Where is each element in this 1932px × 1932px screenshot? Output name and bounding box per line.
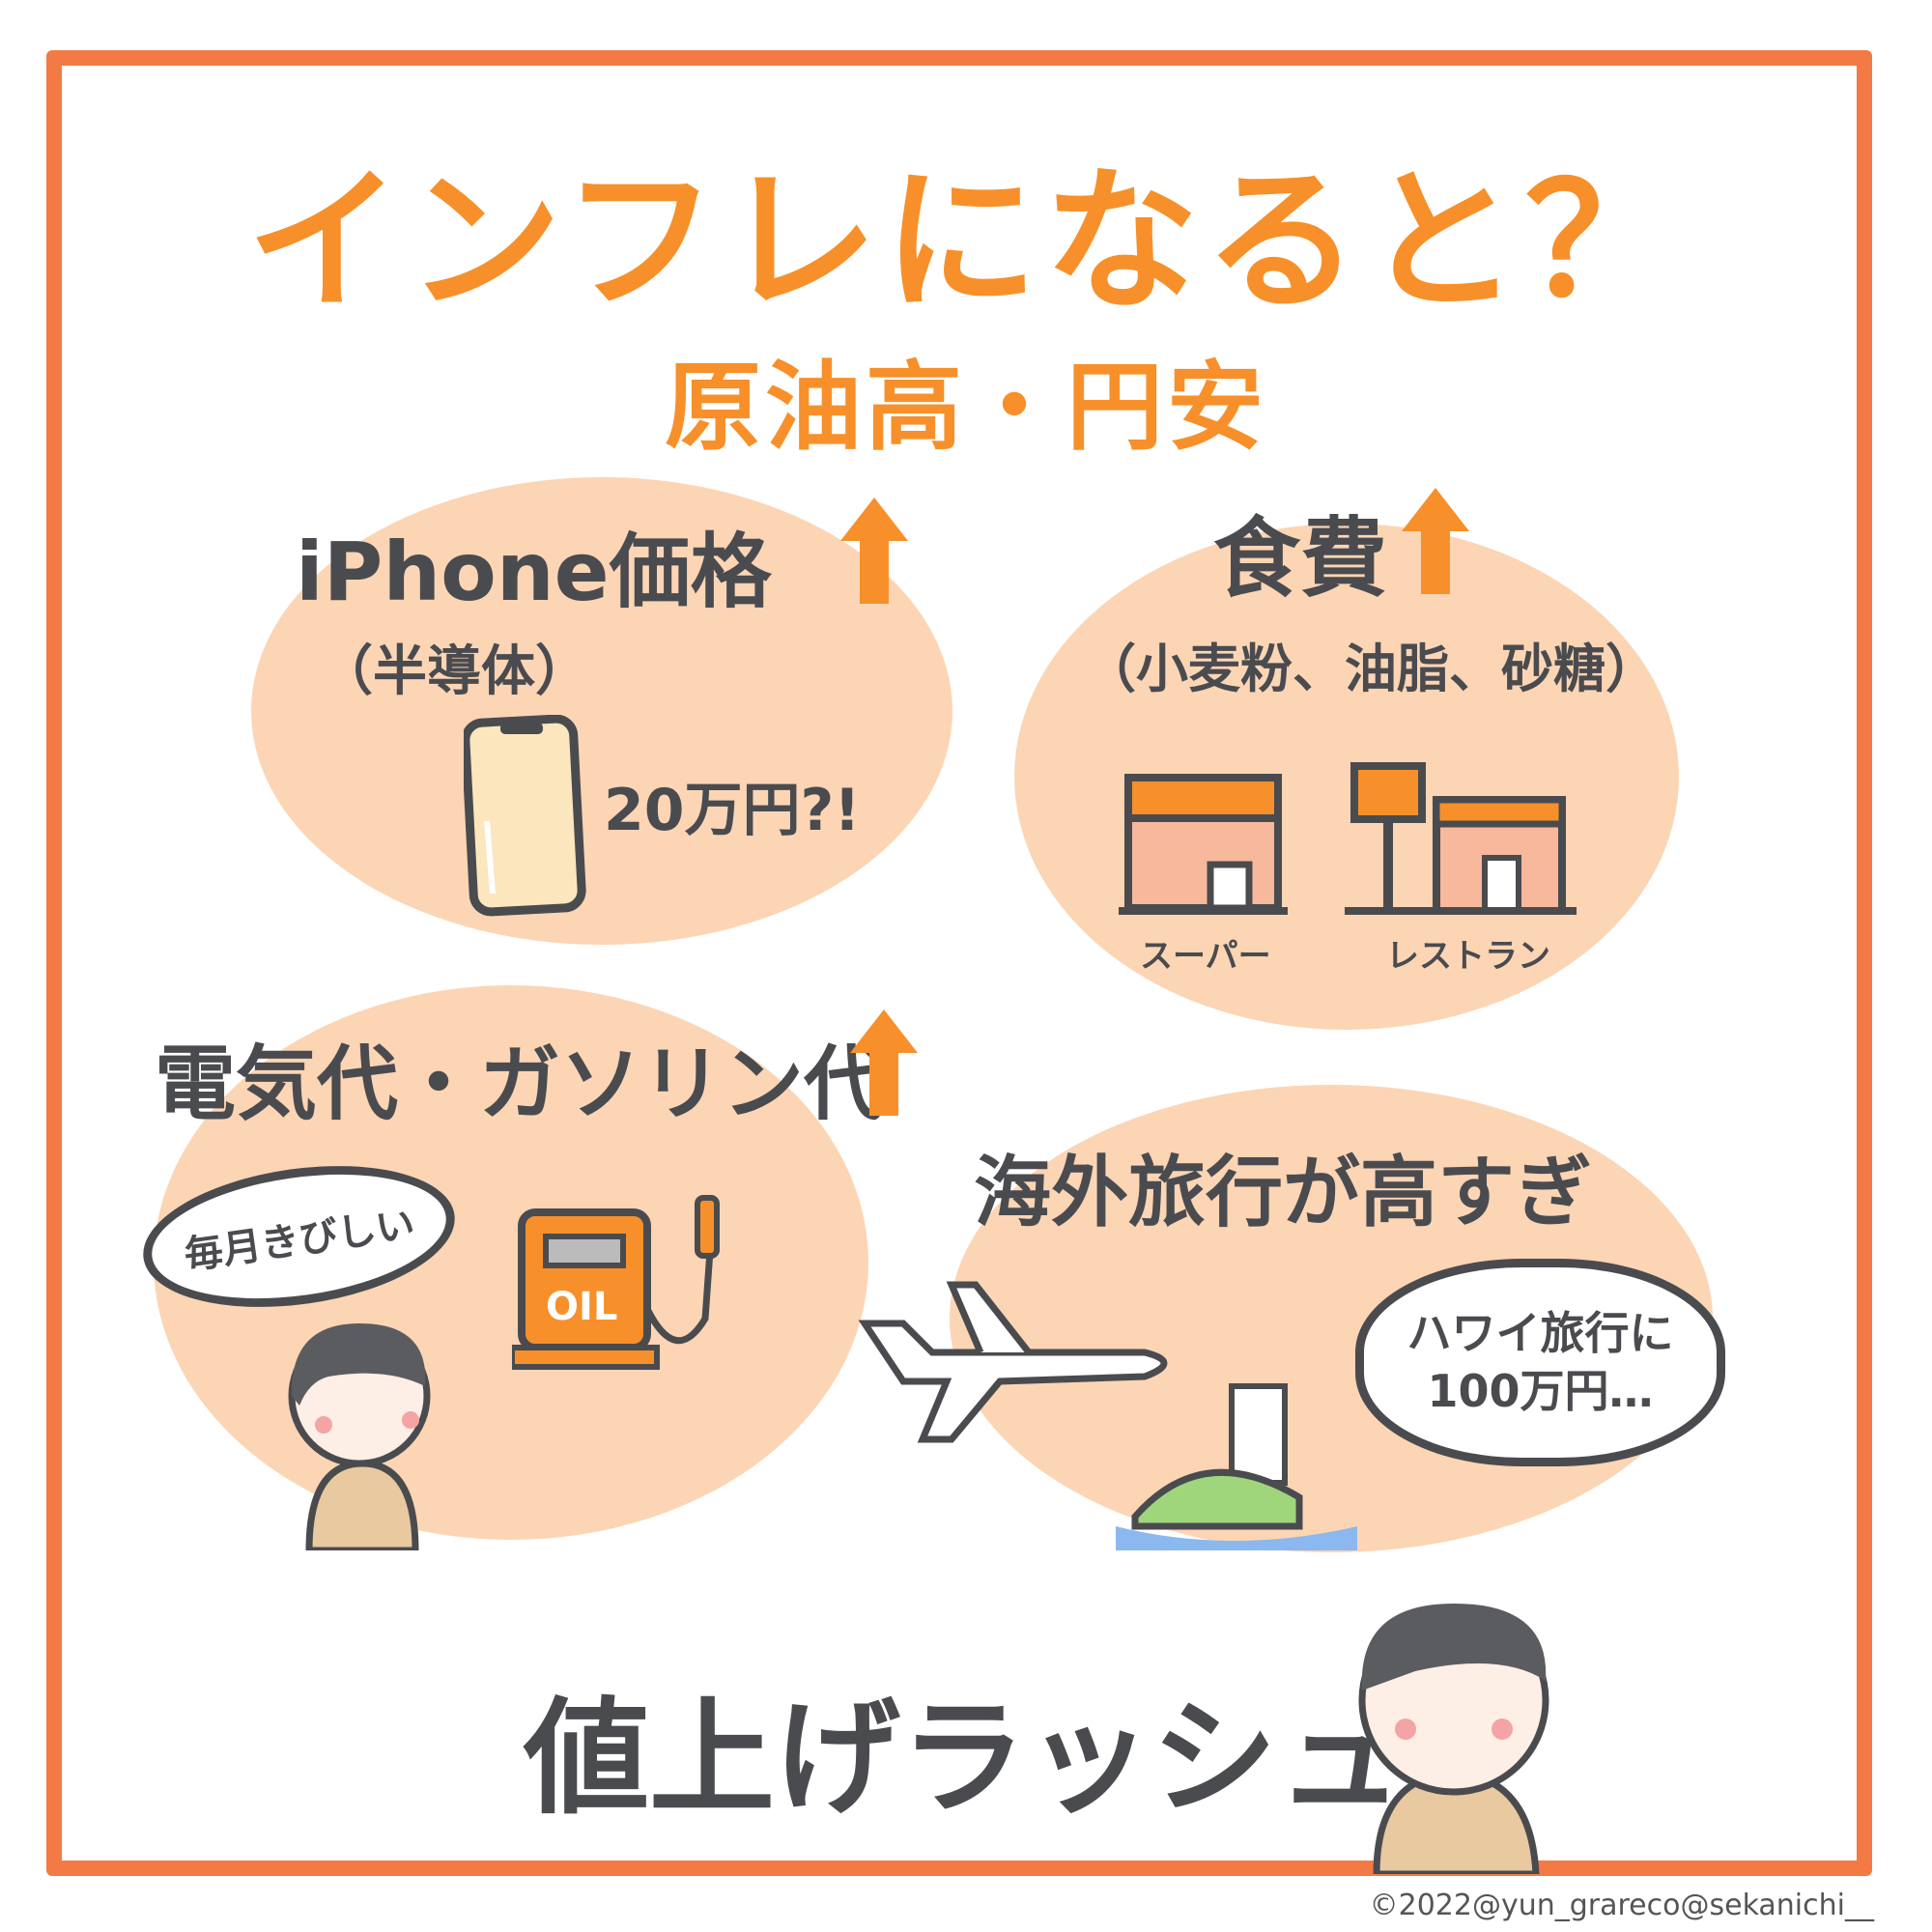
restaurant-label: レストラン xyxy=(1386,937,1550,976)
up-arrow-icon xyxy=(840,497,908,604)
travel-heading: 海外旅行が高すぎ xyxy=(974,1148,1592,1237)
thought-bubble: ハワイ旅行に 100万円… xyxy=(1355,1259,1725,1466)
distressed-person-icon xyxy=(1358,1604,1549,1874)
energy-heading: 電気代・ガソリン代 xyxy=(155,1037,886,1131)
food-heading: 食費 xyxy=(1213,508,1387,610)
energy-bubble-text: 毎月きびしい xyxy=(182,1202,418,1279)
travel-bubble-line2: 100万円… xyxy=(1427,1364,1654,1417)
smartphone-icon xyxy=(464,715,586,917)
iphone-blob xyxy=(251,477,952,945)
up-arrow-icon xyxy=(850,1009,918,1116)
food-subheading: （小麦粉、油脂、砂糖） xyxy=(1084,639,1658,699)
airplane-icon xyxy=(858,1281,1168,1443)
worried-person-icon xyxy=(288,1323,431,1550)
supermarket-icon xyxy=(1119,774,1288,915)
page-title: インフレになると？ xyxy=(246,151,1686,331)
up-arrow-icon xyxy=(1402,488,1469,594)
island-icon xyxy=(1116,1383,1357,1550)
price-rush-heading: 値上げラッシュ xyxy=(524,1685,1404,1832)
iphone-heading: iPhone価格 xyxy=(296,525,772,619)
restaurant-icon xyxy=(1345,762,1577,915)
copyright: ©2022@yun_grareco@sekanichi__ xyxy=(1369,1889,1874,1922)
subtitle: 原油高・円安 xyxy=(665,351,1267,464)
iphone-subheading: （半導体） xyxy=(319,640,589,703)
supermarket-label: スーパー xyxy=(1140,937,1271,976)
travel-bubble-line1: ハワイ旅行に xyxy=(1406,1306,1674,1359)
pump-label: OIL xyxy=(546,1285,618,1329)
gas-pump-icon xyxy=(512,1195,720,1370)
iphone-price-note: 20万円?! xyxy=(604,777,861,844)
